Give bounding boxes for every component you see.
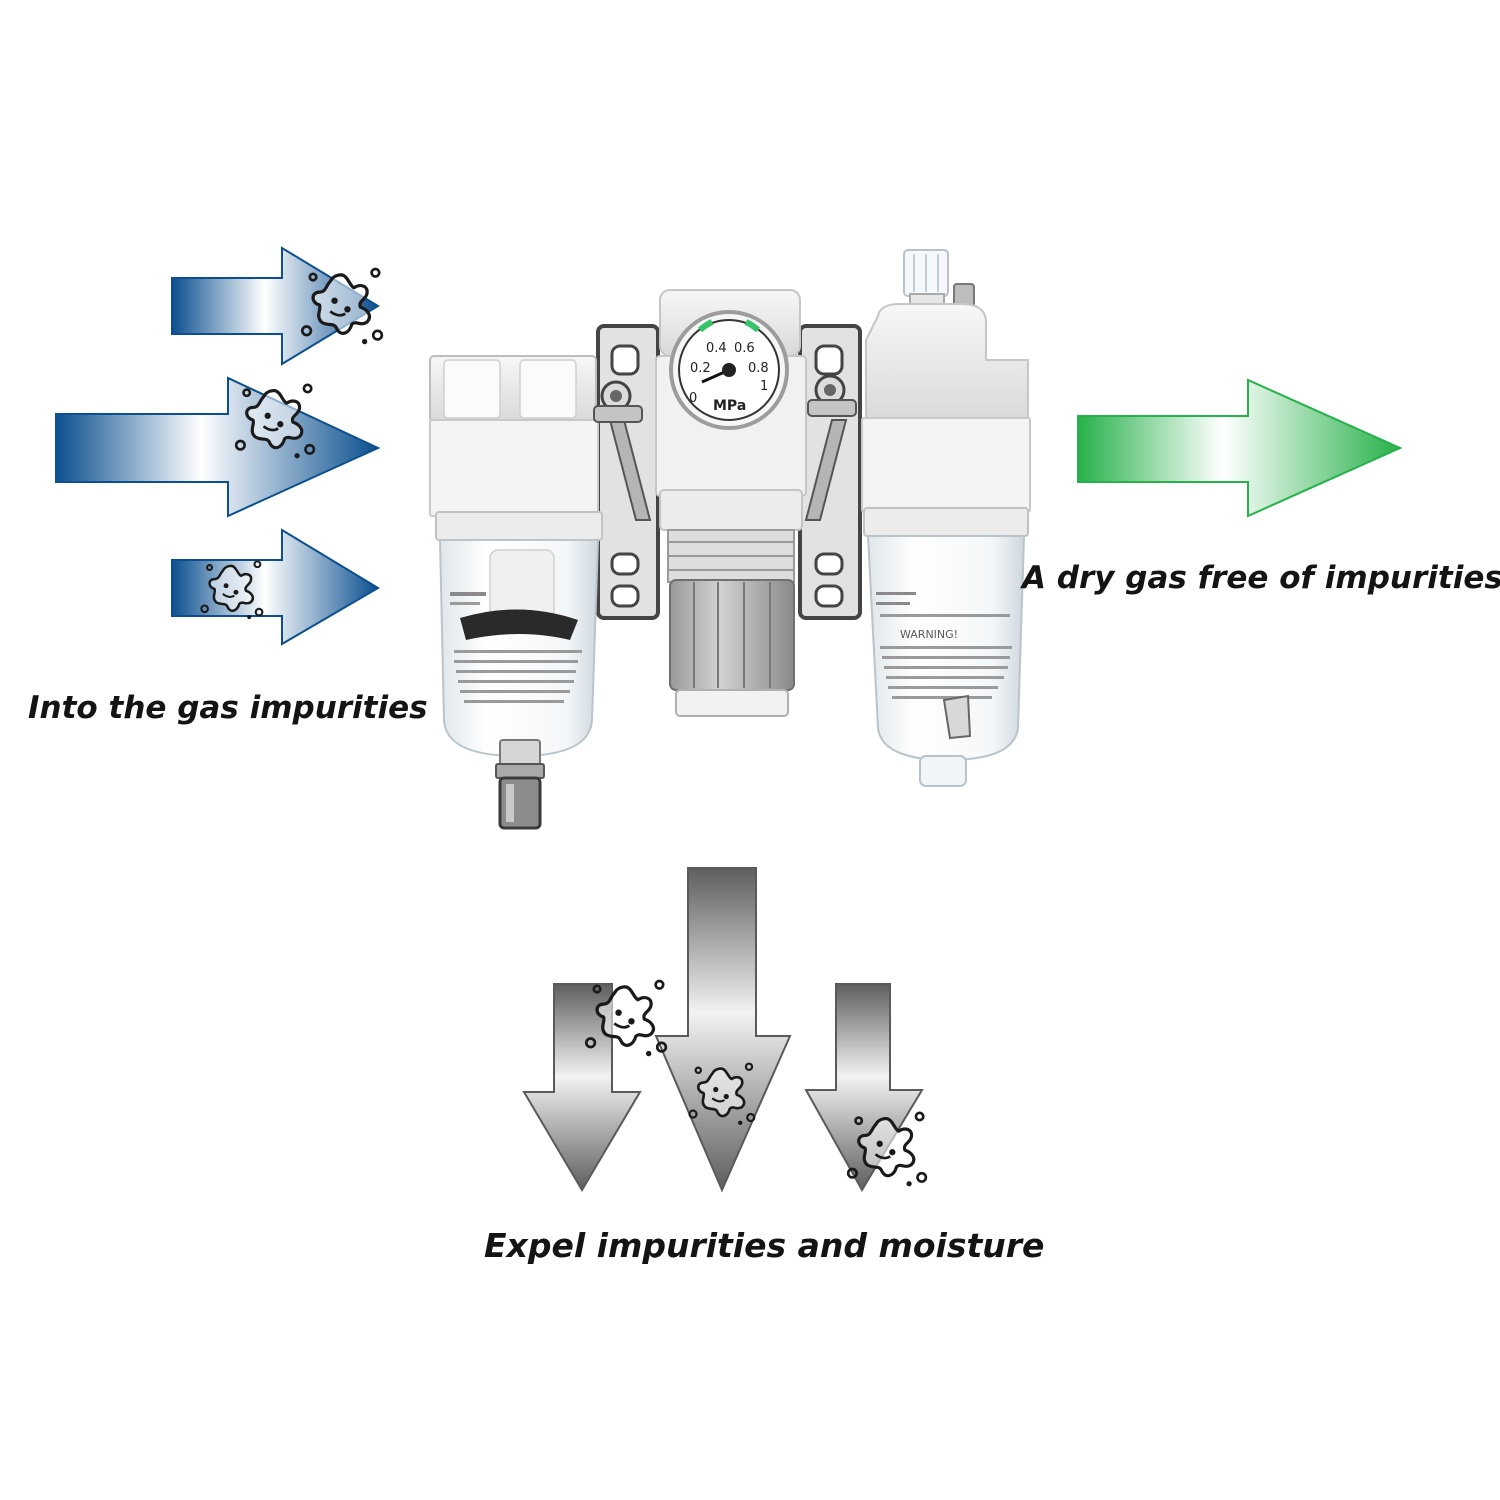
filter-module bbox=[429, 355, 603, 830]
lubricator-module: WARNING! bbox=[861, 249, 1031, 787]
inlet-arrow-top bbox=[171, 246, 380, 366]
filter-regulator-lubricator-unit: 0 0.2 0.4 0.6 0.8 1 MPa bbox=[429, 249, 1031, 830]
gauge-tick-1: 1 bbox=[760, 379, 768, 394]
inlet-arrows bbox=[55, 246, 384, 646]
inlet-arrow-bottom bbox=[171, 528, 380, 646]
drain-arrows bbox=[522, 867, 928, 1193]
clamp-left bbox=[593, 380, 643, 423]
regulator-knob bbox=[669, 579, 795, 691]
gauge-tick-0: 0 bbox=[689, 391, 697, 406]
caption-drain: Expel impurities and moisture bbox=[484, 1226, 1045, 1265]
lubricator-bowl-label: WARNING! bbox=[876, 592, 1012, 699]
gauge-tick-02: 0.2 bbox=[690, 361, 711, 376]
inlet-arrow-middle bbox=[55, 376, 381, 518]
caption-outlet: A dry gas free of impurities bbox=[1022, 560, 1500, 596]
gauge-unit-label: MPa bbox=[713, 398, 746, 414]
warning-label: WARNING! bbox=[900, 628, 958, 641]
regulator-module: 0 0.2 0.4 0.6 0.8 1 MPa bbox=[593, 289, 857, 717]
outlet-arrow bbox=[1077, 378, 1403, 518]
caption-inlet: Into the gas impurities bbox=[28, 690, 428, 726]
drain-arrow-center bbox=[654, 867, 792, 1193]
gauge-tick-06: 0.6 bbox=[734, 341, 755, 356]
pressure-gauge: 0 0.2 0.4 0.6 0.8 1 MPa bbox=[669, 310, 789, 430]
filter-bowl-label bbox=[450, 592, 582, 703]
gauge-tick-04: 0.4 bbox=[706, 341, 727, 356]
gauge-tick-08: 0.8 bbox=[748, 361, 769, 376]
clamp-right bbox=[807, 374, 857, 417]
